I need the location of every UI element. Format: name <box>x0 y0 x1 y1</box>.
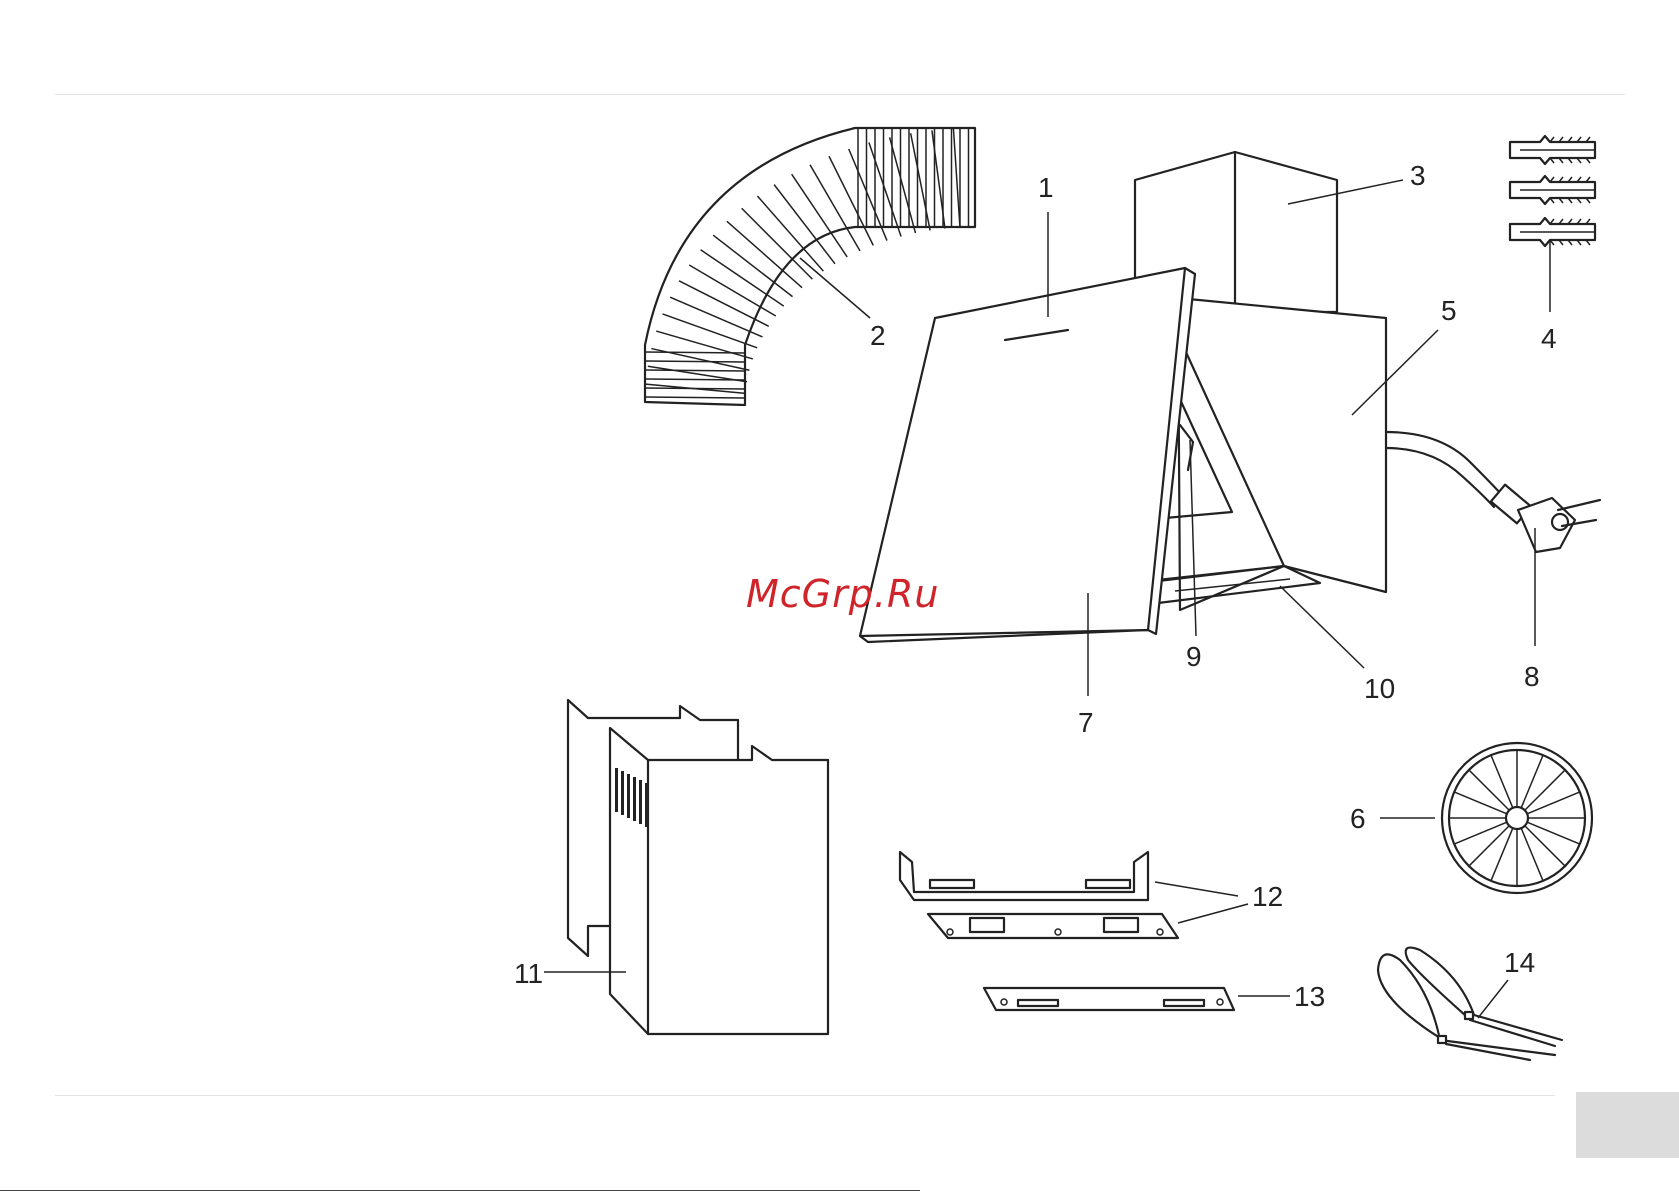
mounting-plate <box>984 988 1234 1010</box>
watermark-text: McGrp.Ru <box>746 572 939 616</box>
carbon-filter <box>1442 743 1592 893</box>
callout-8: 8 <box>1524 661 1540 692</box>
callout-4: 4 <box>1541 323 1557 354</box>
wall-plug-icon <box>1510 218 1595 246</box>
callout-13: 13 <box>1294 981 1325 1012</box>
callout-2: 2 <box>870 320 886 351</box>
callout-7: 7 <box>1078 707 1094 738</box>
callout-10: 10 <box>1364 673 1395 704</box>
callout-3: 3 <box>1410 160 1426 191</box>
callout-9: 9 <box>1186 641 1202 672</box>
callout-11: 11 <box>514 958 543 989</box>
wall-plugs <box>1510 136 1595 246</box>
callout-6: 6 <box>1350 803 1366 834</box>
wall-plug-icon <box>1510 176 1595 204</box>
power-cord <box>1386 432 1600 552</box>
callout-5: 5 <box>1441 295 1457 326</box>
callout-1: 1 <box>1038 172 1054 203</box>
callout-12: 12 <box>1252 881 1283 912</box>
callout-14: 14 <box>1504 947 1535 978</box>
chimney-covers <box>568 700 828 1034</box>
wall-plug-icon <box>1510 136 1595 164</box>
mounting-brackets <box>900 852 1178 938</box>
